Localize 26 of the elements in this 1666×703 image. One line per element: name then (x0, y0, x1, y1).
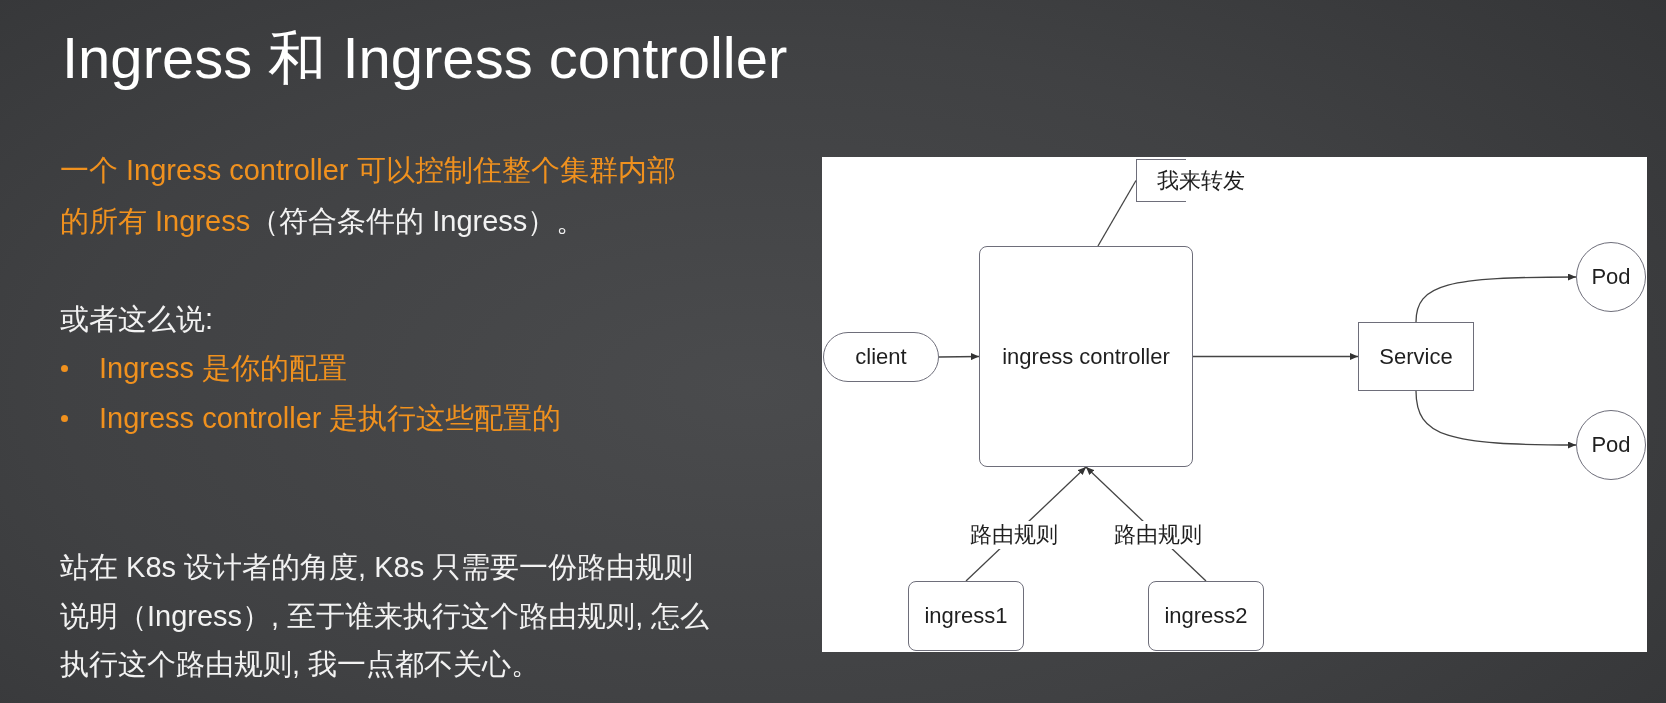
process-box (1148, 581, 1264, 651)
node-label: ingress2 (1164, 603, 1248, 629)
arrow (1192, 353, 1359, 360)
node-label: Pod (1591, 432, 1631, 458)
process-box (908, 581, 1024, 651)
node-label: ingress controller (1002, 343, 1170, 370)
bullet-text: Ingress controller 是执行这些配置的 (99, 401, 562, 436)
terminal-shape (823, 332, 939, 382)
lead-in-text: 或者这么说: (60, 302, 214, 337)
node-label: client (855, 344, 907, 370)
process-box (979, 246, 1193, 467)
process-box (1358, 322, 1474, 391)
node-label: ingress1 (924, 603, 1008, 629)
edge-label: 路由规则 (968, 521, 1060, 550)
node-label: Pod (1591, 264, 1631, 290)
intro-text: 一个 Ingress controller 可以控制住整个集群内部的所有 Ingress（符合条件的 Ingress）。 (60, 153, 677, 239)
body-paragraph: 站在 K8s 设计者的角度, K8s 只需要一份路由规则说明（Ingress）, 至于谁来执行这个路由规则, 怎么执行这个路由规则, 我一点都不关心。 (60, 550, 711, 682)
curved-arrow (1415, 273, 1577, 323)
arrow (938, 353, 980, 361)
slide-title: Ingress 和 Ingress controller (62, 24, 788, 92)
leader-line (1097, 179, 1137, 247)
bullet-text: Ingress 是你的配置 (99, 351, 348, 386)
curved-arrow (1415, 390, 1577, 449)
node-label: Service (1379, 343, 1453, 370)
edge-label: 路由规则 (1112, 521, 1204, 550)
node-label: 我来转发 (1157, 167, 1245, 194)
